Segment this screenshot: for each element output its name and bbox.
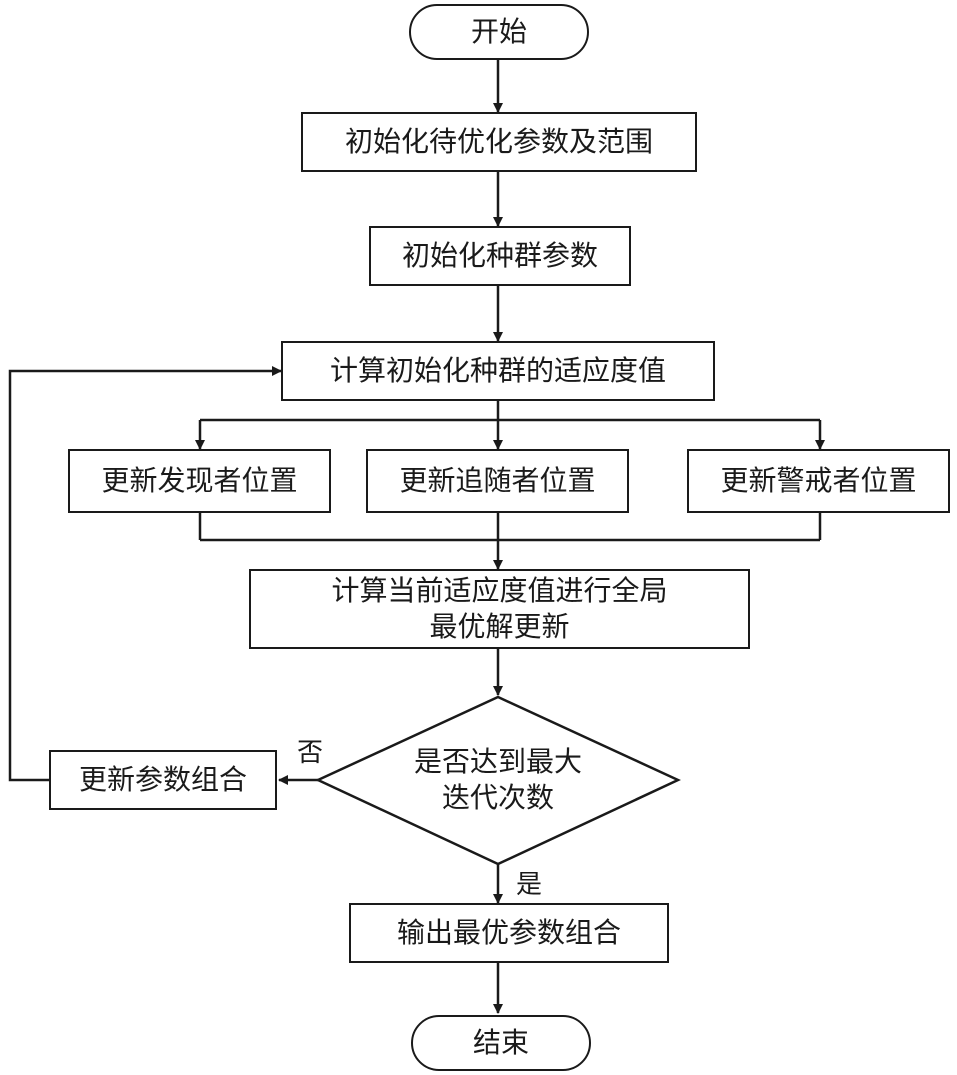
max-iter-line-1: 是否达到最大 — [413, 745, 582, 778]
global-update-line-1: 计算当前适应度值进行全局 — [331, 574, 668, 607]
edge-label-yes: 是 — [516, 870, 543, 900]
update-discoverer-box: 更新发现者位置 — [68, 449, 331, 513]
end-label: 结束 — [472, 1026, 529, 1059]
edge-label-no: 否 — [297, 738, 324, 768]
update-follower-label: 更新追随者位置 — [399, 464, 596, 497]
max-iter-decision-text: 是否达到最大 迭代次数 — [378, 740, 618, 820]
decision-diamond — [315, 695, 681, 866]
calc-fitness-box: 计算初始化种群的适应度值 — [281, 341, 715, 401]
end-terminal: 结束 — [411, 1015, 591, 1071]
init-population-box: 初始化种群参数 — [369, 226, 631, 286]
global-update-line-2: 最优解更新 — [429, 610, 570, 643]
update-sentinel-box: 更新警戒者位置 — [687, 449, 950, 513]
edge-loop-back — [8, 366, 282, 782]
start-label: 开始 — [470, 15, 527, 48]
init-params-box: 初始化待优化参数及范围 — [301, 112, 697, 172]
update-sentinel-label: 更新警戒者位置 — [720, 464, 917, 497]
update-follower-box: 更新追随者位置 — [366, 449, 629, 513]
init-params-label: 初始化待优化参数及范围 — [344, 125, 653, 158]
calc-fitness-label: 计算初始化种群的适应度值 — [329, 354, 666, 387]
update-discoverer-label: 更新发现者位置 — [101, 464, 298, 497]
start-terminal: 开始 — [409, 4, 589, 60]
init-population-label: 初始化种群参数 — [401, 239, 598, 272]
max-iter-line-2: 迭代次数 — [441, 781, 554, 814]
output-label: 输出最优参数组合 — [396, 916, 621, 949]
update-combo-box: 更新参数组合 — [49, 750, 277, 810]
output-box: 输出最优参数组合 — [349, 903, 669, 963]
global-update-box: 计算当前适应度值进行全局 最优解更新 — [249, 569, 750, 649]
update-combo-label: 更新参数组合 — [78, 763, 247, 796]
